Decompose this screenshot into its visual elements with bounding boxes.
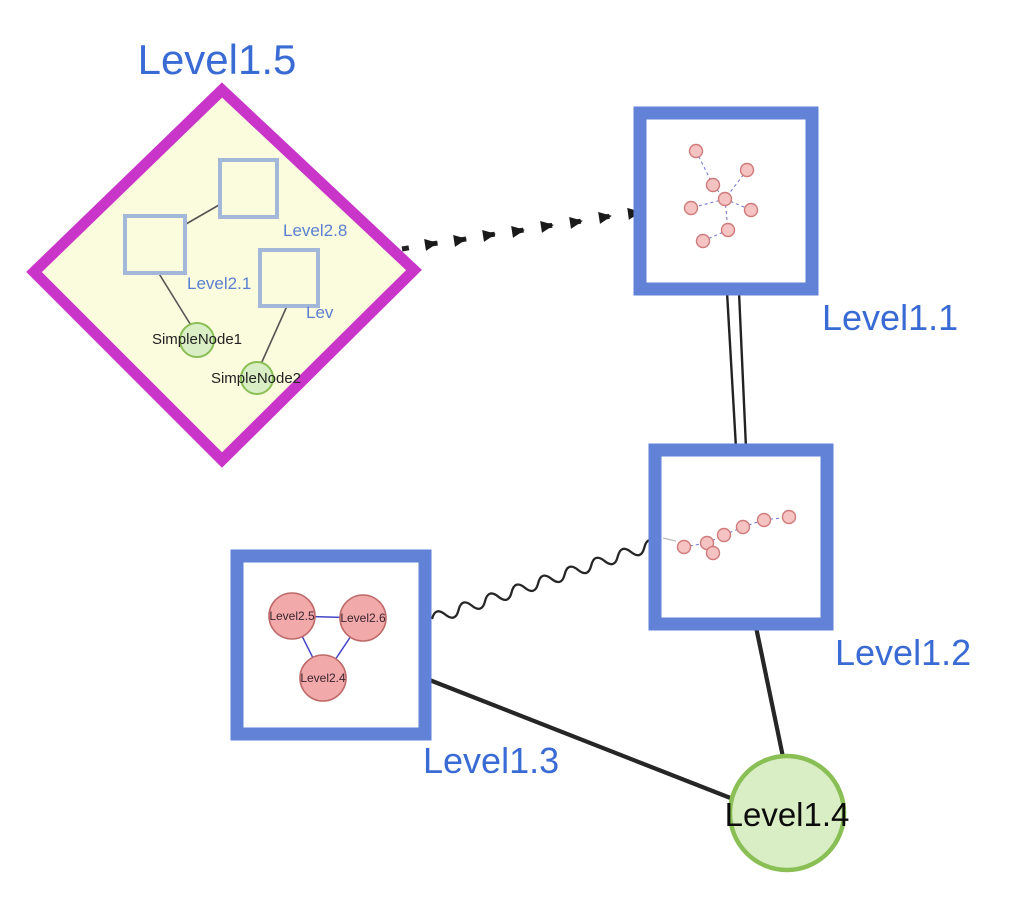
node-level1-3[interactable]: Level2.5 Level2.6 Level2.4 (230, 549, 432, 741)
mini-node[interactable] (695, 233, 711, 249)
level1-2-stray-mark (662, 537, 677, 542)
mini-node[interactable] (735, 519, 751, 535)
label-level1-2: Level1.2 (835, 632, 971, 673)
edge-level11-level12-line1[interactable] (725, 291, 738, 449)
edge-level12-level14[interactable] (753, 626, 786, 758)
node-level2-1[interactable] (123, 214, 187, 275)
mini-node[interactable] (705, 545, 721, 561)
label-level1-1: Level1.1 (822, 297, 958, 338)
diamond-shape[interactable] (26, 82, 422, 468)
mini-node[interactable] (781, 509, 797, 525)
mini-node[interactable] (683, 200, 699, 216)
node-simplenode2[interactable] (240, 361, 274, 395)
mini-node[interactable] (705, 177, 721, 193)
node-level1-5[interactable]: Level2.8 Level2.1 Lev SimpleNode1 Simple… (26, 82, 422, 468)
mini-node[interactable] (676, 539, 692, 555)
node-lev[interactable] (258, 248, 320, 308)
mini-node[interactable] (717, 191, 733, 207)
edge-level15-level11[interactable] (401, 207, 641, 252)
label-lev: Lev (306, 303, 334, 322)
label-level2-4: Level2.4 (300, 671, 346, 685)
node-simplenode1[interactable] (179, 322, 215, 358)
box-level1-3[interactable] (230, 549, 432, 741)
mini-node[interactable] (720, 222, 736, 238)
level1-2-mini-nodes[interactable] (676, 509, 797, 561)
label-level2-6: Level2.6 (340, 611, 386, 625)
label-simplenode2: SimpleNode2 (211, 370, 301, 387)
node-level2-6[interactable] (339, 594, 387, 642)
mini-node[interactable] (739, 162, 755, 178)
edge-lev-simplenode2[interactable] (260, 305, 288, 365)
edge-level13-level14[interactable] (426, 677, 734, 801)
mini-node[interactable] (688, 143, 704, 159)
node-level1-4[interactable] (727, 753, 847, 873)
mini-node[interactable] (756, 512, 772, 528)
label-level1-3: Level1.3 (423, 740, 559, 781)
box-level1-2[interactable] (648, 443, 834, 631)
edge-level11-level12-line2[interactable] (737, 291, 748, 449)
node-level1-1[interactable] (633, 106, 819, 296)
edge-level28-level21[interactable] (185, 204, 220, 225)
mini-node[interactable] (716, 527, 732, 543)
label-level1-4: Level1.4 (725, 796, 850, 833)
mini-node[interactable] (743, 202, 759, 218)
node-level2-4[interactable] (299, 654, 347, 702)
label-level2-5: Level2.5 (269, 609, 315, 623)
node-level2-8[interactable] (218, 158, 279, 219)
node-level1-2[interactable] (648, 443, 834, 631)
level1-1-mini-nodes[interactable] (683, 143, 759, 249)
label-level2-1: Level2.1 (187, 274, 251, 293)
label-level1-5: Level1.5 (138, 36, 297, 83)
edge-level13-level12-wavy[interactable] (430, 538, 659, 624)
label-level2-8: Level2.8 (283, 221, 347, 240)
circle-level1-4[interactable] (727, 753, 847, 873)
edge-level21-simplenode1[interactable] (157, 271, 193, 328)
label-simplenode1: SimpleNode1 (152, 331, 242, 348)
node-level2-5[interactable] (268, 592, 316, 640)
